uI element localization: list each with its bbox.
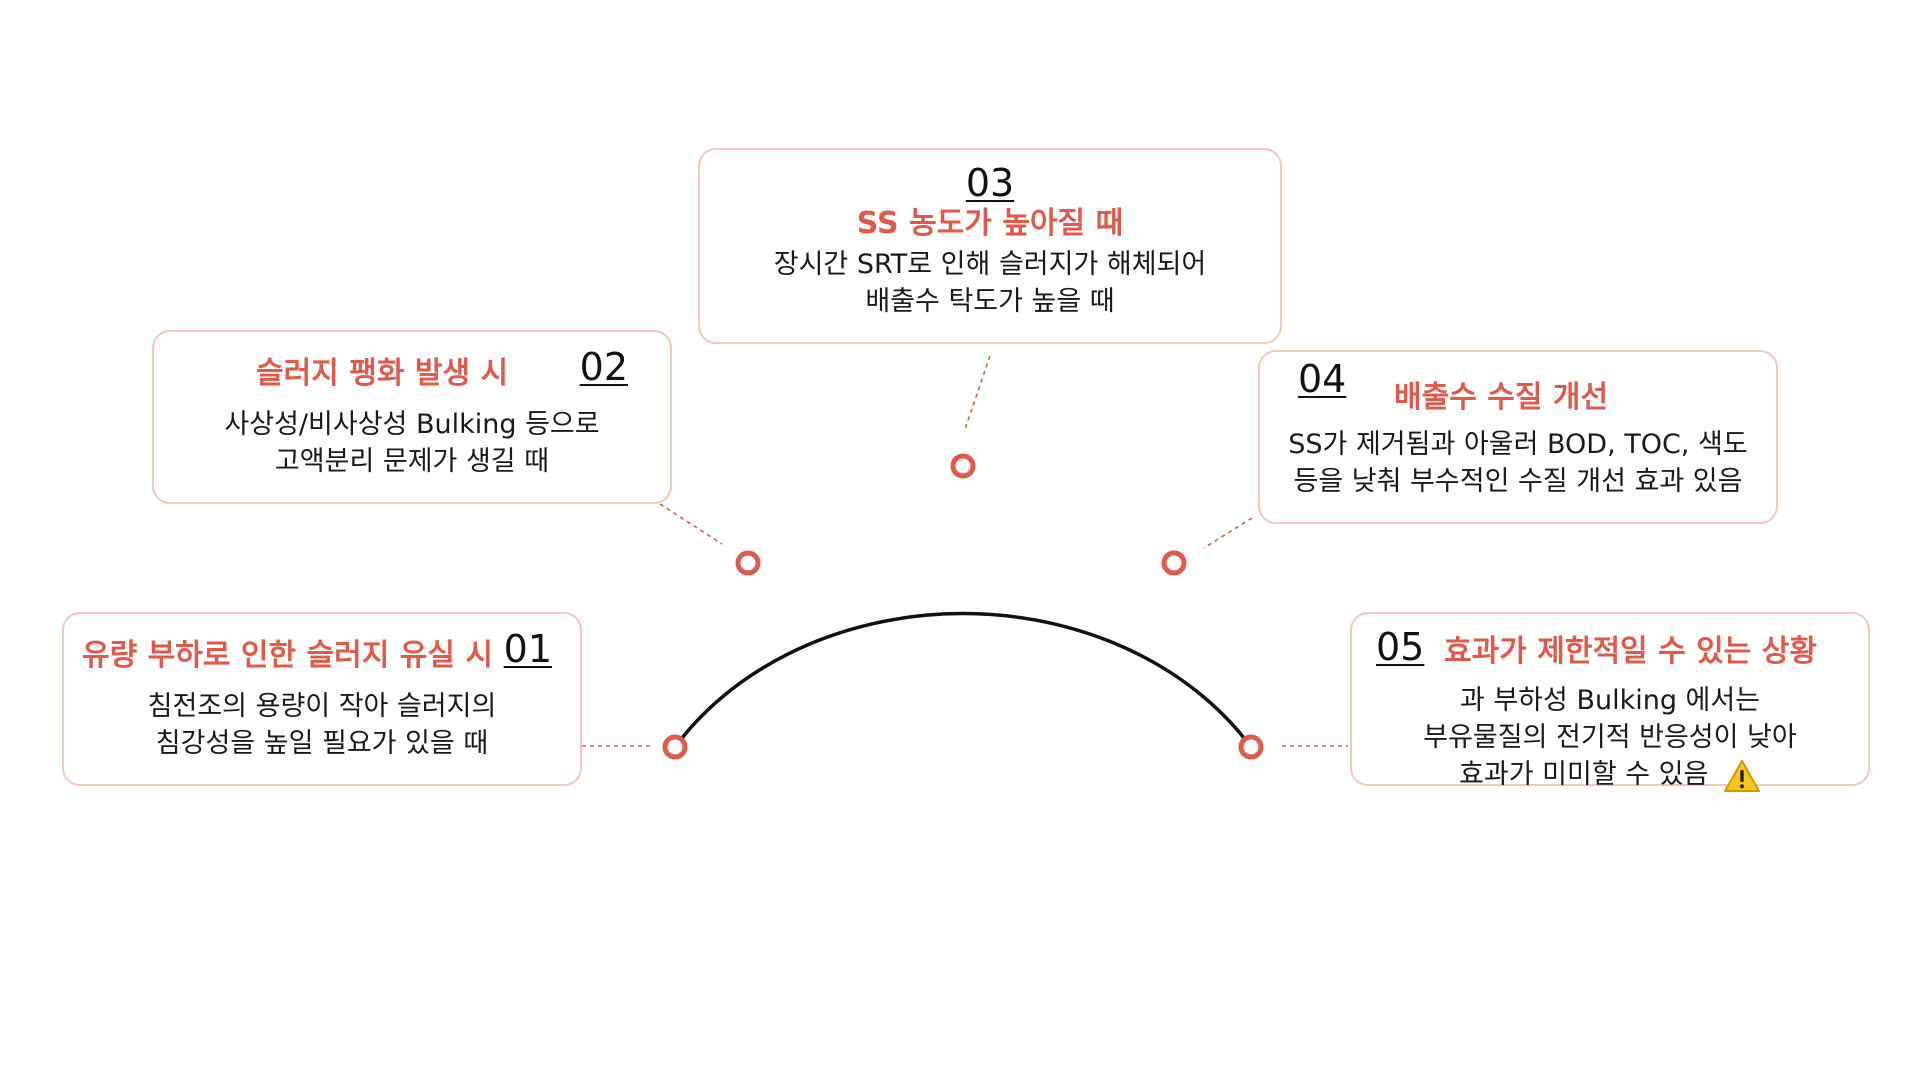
connector-02 — [659, 503, 723, 545]
description-line: 침전조의 용량이 작아 슬러지의 — [147, 691, 497, 722]
card-03: 03 SS 농도가 높아질 때 장시간 SRT로 인해 슬러지가 해체되어 배출… — [698, 148, 1282, 344]
card-title: 배출수 수질 개선 — [1394, 380, 1609, 415]
card-number: 03 — [965, 161, 1015, 205]
card-04: 04 배출수 수질 개선 SS가 제거됨과 아울러 BOD, TOC, 색도 등… — [1258, 350, 1778, 524]
card-description: 침전조의 용량이 작아 슬러지의 침강성을 높일 필요가 있을 때 — [64, 688, 580, 762]
node-03 — [950, 453, 976, 479]
description-line: 과 부하성 Bulking 에서는 — [1459, 685, 1761, 716]
card-title: SS 농도가 높아질 때 — [856, 206, 1124, 241]
description-line: 사상성/비사상성 Bulking 등으로 — [224, 409, 600, 440]
timeline-arc — [673, 611, 1253, 749]
card-title: 슬러지 팽화 발생 시 — [256, 356, 509, 391]
node-04 — [1161, 550, 1187, 576]
description-line-with-icon: 효과가 미미할 수 있음 — [1352, 756, 1868, 793]
description-line: 부유물질의 전기적 반응성이 낮아 — [1423, 722, 1797, 753]
card-05: 05 효과가 제한적일 수 있는 상황 과 부하성 Bulking 에서는 부유… — [1350, 612, 1870, 792]
card-number: 01 — [503, 627, 552, 671]
card-02: 02 슬러지 팽화 발생 시 사상성/비사상성 Bulking 등으로 고액분리… — [152, 330, 672, 504]
node-01 — [662, 734, 688, 760]
warning-icon — [1723, 759, 1760, 792]
description-line: 고액분리 문제가 생길 때 — [274, 446, 550, 477]
card-number: 02 — [579, 345, 628, 389]
card-description: 과 부하성 Bulking 에서는 부유물질의 전기적 반응성이 낮아 효과가 … — [1352, 682, 1868, 793]
card-description: 장시간 SRT로 인해 슬러지가 해체되어 배출수 탁도가 높을 때 — [700, 246, 1280, 320]
card-title: 효과가 제한적일 수 있는 상황 — [1444, 634, 1817, 669]
node-05 — [1238, 734, 1264, 760]
card-number: 04 — [1298, 357, 1347, 401]
description-line: 효과가 미미할 수 있음 — [1459, 759, 1709, 790]
description-line: 배출수 탁도가 높을 때 — [865, 286, 1115, 317]
connector-03 — [963, 355, 991, 433]
description-line: 등을 낮춰 부수적인 수질 개선 효과 있음 — [1293, 466, 1743, 497]
node-02 — [735, 550, 761, 576]
card-01: 01 유량 부하로 인한 슬러지 유실 시 침전조의 용량이 작아 슬러지의 침… — [62, 612, 582, 786]
card-description: 사상성/비사상성 Bulking 등으로 고액분리 문제가 생길 때 — [154, 406, 670, 480]
connector-04 — [1203, 517, 1253, 549]
card-title: 유량 부하로 인한 슬러지 유실 시 — [82, 638, 494, 673]
description-line: SS가 제거됨과 아울러 BOD, TOC, 색도 — [1288, 429, 1748, 460]
card-number: 05 — [1376, 625, 1425, 669]
description-line: 장시간 SRT로 인해 슬러지가 해체되어 — [773, 249, 1207, 280]
description-line: 침강성을 높일 필요가 있을 때 — [155, 728, 489, 759]
card-description: SS가 제거됨과 아울러 BOD, TOC, 색도 등을 낮춰 부수적인 수질 … — [1260, 426, 1776, 500]
